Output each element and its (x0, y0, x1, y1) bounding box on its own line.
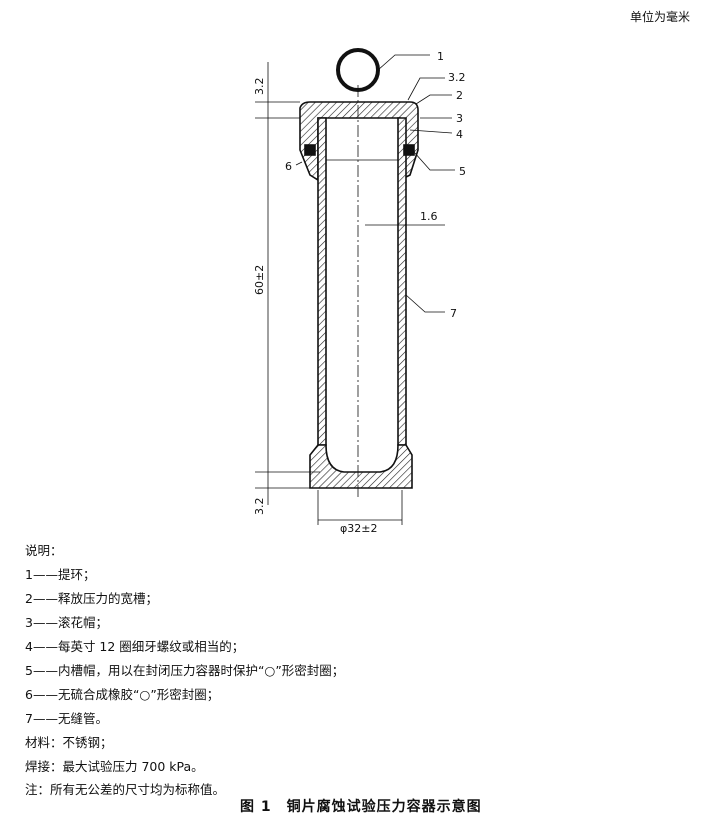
o-ring-left (304, 144, 316, 156)
bottom-base (309, 444, 413, 489)
label-1: 1 (437, 50, 444, 63)
label-4: 4 (456, 128, 463, 141)
label-groove-dim: 3.2 (448, 71, 466, 84)
tube-right-wall (397, 117, 407, 446)
legend-item: 6——无硫合成橡胶“○”形密封圈； (25, 687, 220, 702)
unit-note: 单位为毫米 (630, 10, 691, 24)
lift-ring (336, 48, 380, 92)
label-2: 2 (456, 89, 463, 102)
material-note: 材料：不锈钢； (25, 735, 113, 750)
dim-diameter: φ32±2 (340, 522, 377, 535)
label-7: 7 (450, 307, 457, 320)
label-5: 5 (459, 165, 466, 178)
legend-item: 5——内槽帽，用以在封闭压力容器时保护“○”形密封圈； (25, 663, 345, 678)
legend-item: 4——每英寸 12 圈细牙螺纹或相当的； (25, 639, 245, 654)
dim-top: 3.2 (253, 78, 266, 96)
legend-item: 3——滚花帽； (25, 615, 108, 630)
legend-item: 7——无缝管。 (25, 711, 108, 726)
legend-item: 1——提环； (25, 567, 96, 582)
figure-caption: 图 1 铜片腐蚀试验压力容器示意图 (240, 799, 482, 815)
dim-bottom: 3.2 (253, 498, 266, 516)
welding-note: 焊接：最大试验压力 700 kPa。 (25, 759, 204, 774)
tube-left-wall (317, 117, 327, 446)
o-ring-right (403, 144, 415, 156)
label-3: 3 (456, 112, 463, 125)
dim-height: 60±2 (253, 265, 266, 295)
dim-wall: 1.6 (420, 210, 438, 223)
legend-item: 2——释放压力的宽槽； (25, 591, 158, 606)
pressure-vessel-diagram: 1 3.2 2 3 4 5 6 7 1.6 φ32±2 3.2 60±2 3.2 (253, 48, 466, 535)
legend-title: 说明： (25, 543, 63, 558)
general-note: 注：所有无公差的尺寸均为标称值。 (25, 782, 226, 797)
label-6: 6 (285, 160, 292, 173)
